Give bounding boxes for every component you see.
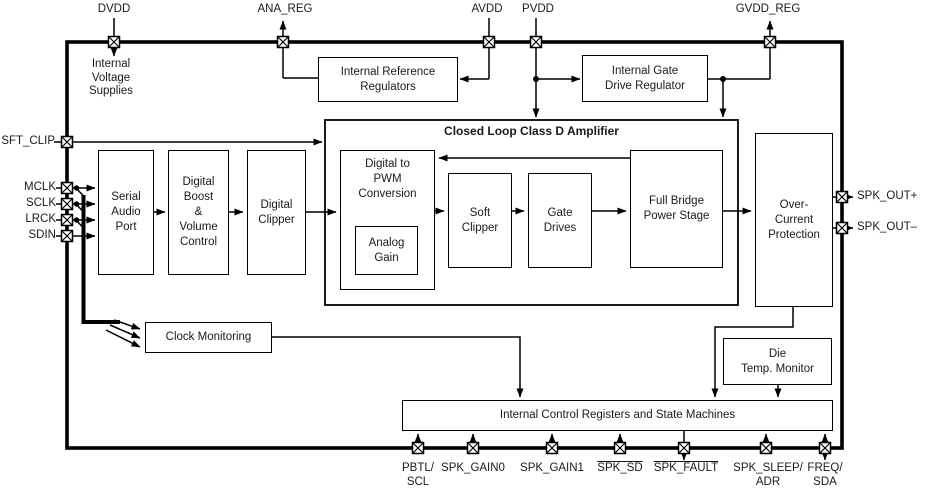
pin-icon-pbtl-scl <box>411 441 425 455</box>
closed-loop-amplifier-title: Closed Loop Class D Amplifier <box>444 124 619 138</box>
block-soft-clipper: Soft Clipper <box>448 173 512 268</box>
pin-icon-mclk <box>60 181 74 195</box>
pin-icon-spk-out-plus <box>835 190 849 204</box>
block-digital-clipper: Digital Clipper <box>247 150 306 275</box>
block-serial-audio-port: Serial Audio Port <box>98 150 154 275</box>
pin-label-spk-fault: SPK_FAULT <box>653 462 719 474</box>
pin-label-spk-sleep-adr: SPK_SLEEP/ ADR <box>733 462 803 488</box>
pin-label-gvdd-reg: GVDD_REG <box>735 3 801 15</box>
pin-icon-dvdd <box>107 35 121 49</box>
pin-icon-sclk <box>60 197 74 211</box>
pin-label-avdd: AVDD <box>471 3 503 15</box>
block-internal-control-registers: Internal Control Registers and State Mac… <box>402 400 833 431</box>
block-full-bridge-power-stage: Full Bridge Power Stage <box>630 150 723 268</box>
block-analog-gain: Analog Gain <box>355 226 418 275</box>
block-internal-reference-regulators: Internal Reference Regulators <box>318 57 458 102</box>
block-internal-gate-drive-regulator: Internal Gate Drive Regulator <box>582 55 708 102</box>
pin-icon-avdd <box>482 35 496 49</box>
pin-icon-lrck <box>60 213 74 227</box>
pin-icon-gvdd-reg <box>763 35 777 49</box>
pin-label-lrck: LRCK <box>25 213 56 225</box>
pin-label-spk-sd: SPK_SD <box>597 462 643 474</box>
pin-label-spk-gain0: SPK_GAIN0 <box>441 462 505 474</box>
pin-label-spk-out-plus: SPK_OUT+ <box>857 190 918 202</box>
pin-label-sdin: SDIN <box>28 229 56 241</box>
pin-label-dvdd: DVDD <box>97 3 131 15</box>
pin-label-sft-clip: SFT_CLIP <box>1 135 55 147</box>
pin-icon-ana-reg <box>276 35 290 49</box>
block-gate-drives: Gate Drives <box>528 173 592 268</box>
pin-icon-sdin <box>60 229 74 243</box>
pin-icon-spk-gain0 <box>466 441 480 455</box>
block-clock-monitoring: Clock Monitoring <box>145 322 272 353</box>
pin-icon-spk-sleep-adr <box>759 441 773 455</box>
pin-label-freq-sda: FREQ/ SDA <box>807 462 843 488</box>
pin-label-pvdd: PVDD <box>522 3 554 15</box>
note-internal-voltage-supplies: Internal Voltage Supplies <box>88 58 134 97</box>
pin-label-ana-reg: ANA_REG <box>257 3 313 15</box>
pin-label-sclk: SCLK <box>25 197 56 209</box>
pin-label-spk-out-minus: SPK_OUT– <box>857 221 918 233</box>
pin-label-mclk: MCLK <box>24 181 56 193</box>
pin-label-pbtl-scl: PBTL/ SCL <box>402 462 434 488</box>
pin-icon-freq-sda <box>818 441 832 455</box>
pin-icon-spk-fault <box>677 441 691 455</box>
pin-icon-spk-gain1 <box>545 441 559 455</box>
block-die-temp-monitor: Die Temp. Monitor <box>723 338 832 385</box>
pin-icon-spk-out-minus <box>835 221 849 235</box>
pin-icon-sft-clip <box>60 135 74 149</box>
block-over-current-protection: Over- Current Protection <box>755 133 833 307</box>
pin-icon-pvdd <box>529 35 543 49</box>
block-digital-boost-volume-control: Digital Boost & Volume Control <box>168 150 229 275</box>
pin-label-spk-gain1: SPK_GAIN1 <box>520 462 584 474</box>
pin-icon-spk-sd <box>613 441 627 455</box>
